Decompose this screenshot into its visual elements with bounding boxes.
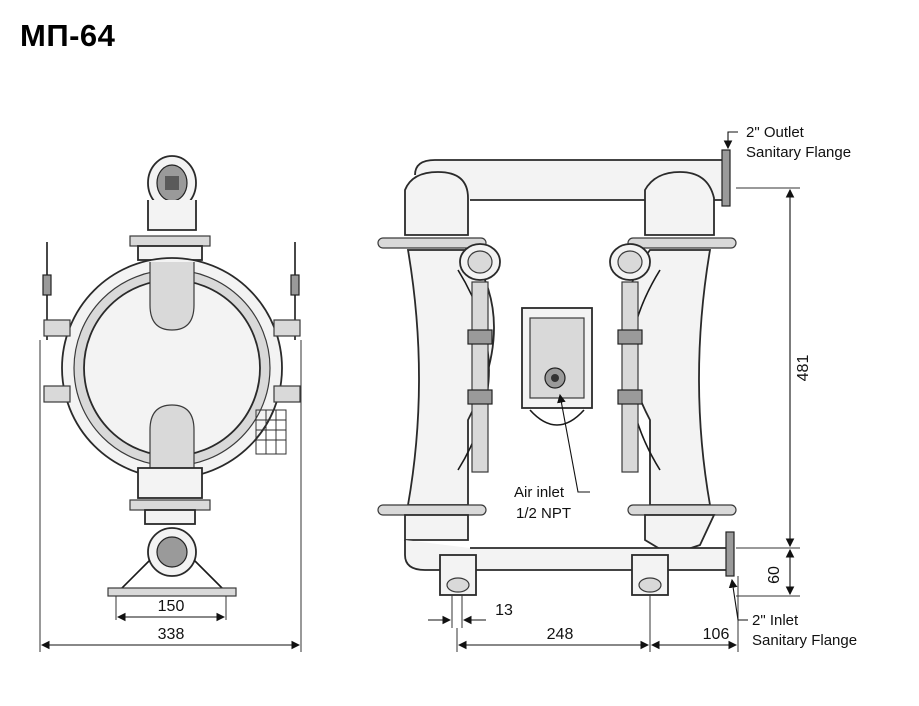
outlet-label-line2: Sanitary Flange [746, 144, 851, 161]
callouts: 2" Outlet Sanitary Flange Air inlet 1/2 … [514, 124, 857, 649]
outlet-flange [721, 149, 731, 207]
air-inlet-label-line1: Air inlet [514, 484, 565, 501]
outlet-label-line1: 2" Outlet [746, 124, 805, 141]
side-dimensions: 150 338 [39, 340, 302, 652]
dim-338-label: 338 [158, 626, 185, 643]
side-outlet-port [129, 155, 211, 261]
dim-481-label: 481 [795, 355, 812, 382]
side-inlet-port [107, 467, 237, 597]
side-view [42, 155, 301, 597]
dim-248-label: 248 [547, 626, 574, 643]
inlet-label-line2: Sanitary Flange [752, 632, 857, 649]
inlet-flange [725, 531, 735, 577]
side-diaphragm-housing [43, 257, 301, 479]
dim-13-label: 13 [495, 602, 513, 619]
dim-106-label: 106 [703, 626, 730, 643]
front-dimensions: 481 60 13 248 106 [428, 187, 812, 652]
dim-60-label: 60 [766, 566, 783, 584]
dim-150-label: 150 [158, 598, 185, 615]
air-valve [521, 307, 593, 426]
inlet-label-line1: 2" Inlet [752, 612, 799, 629]
page-title: МП-64 [20, 18, 116, 53]
front-view [377, 149, 737, 596]
air-inlet-label-line2: 1/2 NPT [516, 505, 571, 522]
